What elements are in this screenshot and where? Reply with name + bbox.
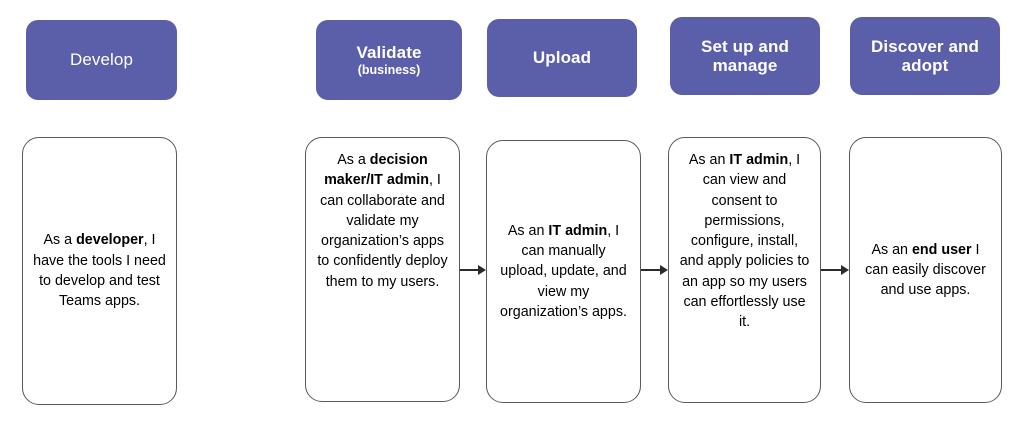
connector-shaft bbox=[821, 269, 842, 271]
stage-card-text: As a developer, I have the tools I need … bbox=[33, 232, 166, 310]
stage-header-discover-and-adopt: Discover and adopt bbox=[850, 17, 1000, 95]
stage-card-role: IT admin bbox=[729, 152, 789, 168]
connector-upload-to-set-up-and-manage bbox=[641, 264, 669, 276]
stage-card-develop: As a developer, I have the tools I need … bbox=[22, 137, 177, 405]
stage-card-upload: As an IT admin, I can manually upload, u… bbox=[486, 140, 641, 403]
stage-header-title: Upload bbox=[532, 48, 592, 68]
stage-header-title: Develop bbox=[69, 50, 134, 70]
stage-card-role: end user bbox=[911, 241, 972, 258]
connector-arrowhead bbox=[841, 265, 849, 275]
stage-header-upload: Upload bbox=[487, 19, 637, 97]
stage-card-role: IT admin bbox=[548, 222, 608, 239]
stage-header-title: Discover and adopt bbox=[871, 36, 979, 75]
stage-header-subtitle: (business) bbox=[357, 63, 421, 78]
stage-card-text: As an IT admin, I can view and consent t… bbox=[679, 152, 810, 331]
stage-card-role: decision maker/IT admin bbox=[324, 152, 429, 189]
stage-card-discover-and-adopt: As an end user I can easily discover and… bbox=[849, 137, 1002, 403]
connector-validate-to-upload bbox=[460, 264, 487, 276]
connector-arrowhead bbox=[660, 265, 668, 275]
connector-arrowhead bbox=[478, 265, 486, 275]
stage-header-set-up-and-manage: Set up and manage bbox=[670, 17, 820, 95]
stage-card-text: As an end user I can easily discover and… bbox=[865, 241, 986, 299]
stage-header-develop: Develop bbox=[26, 20, 177, 100]
stage-card-validate: As a decision maker/IT admin, I can coll… bbox=[305, 137, 460, 402]
stage-card-text: As an IT admin, I can manually upload, u… bbox=[500, 222, 627, 320]
connector-set-up-and-manage-to-discover-and-adopt bbox=[821, 264, 850, 276]
connector-shaft bbox=[460, 269, 479, 271]
stage-card-text: As a decision maker/IT admin, I can coll… bbox=[317, 152, 448, 290]
stage-header-title: Set up and manage bbox=[701, 36, 789, 75]
stage-header-title: Validate bbox=[356, 42, 422, 62]
stage-header-validate: Validate (business) bbox=[316, 20, 462, 100]
stage-card-role: developer bbox=[76, 232, 144, 249]
connector-shaft bbox=[641, 269, 661, 271]
stage-card-set-up-and-manage: As an IT admin, I can view and consent t… bbox=[668, 137, 821, 403]
